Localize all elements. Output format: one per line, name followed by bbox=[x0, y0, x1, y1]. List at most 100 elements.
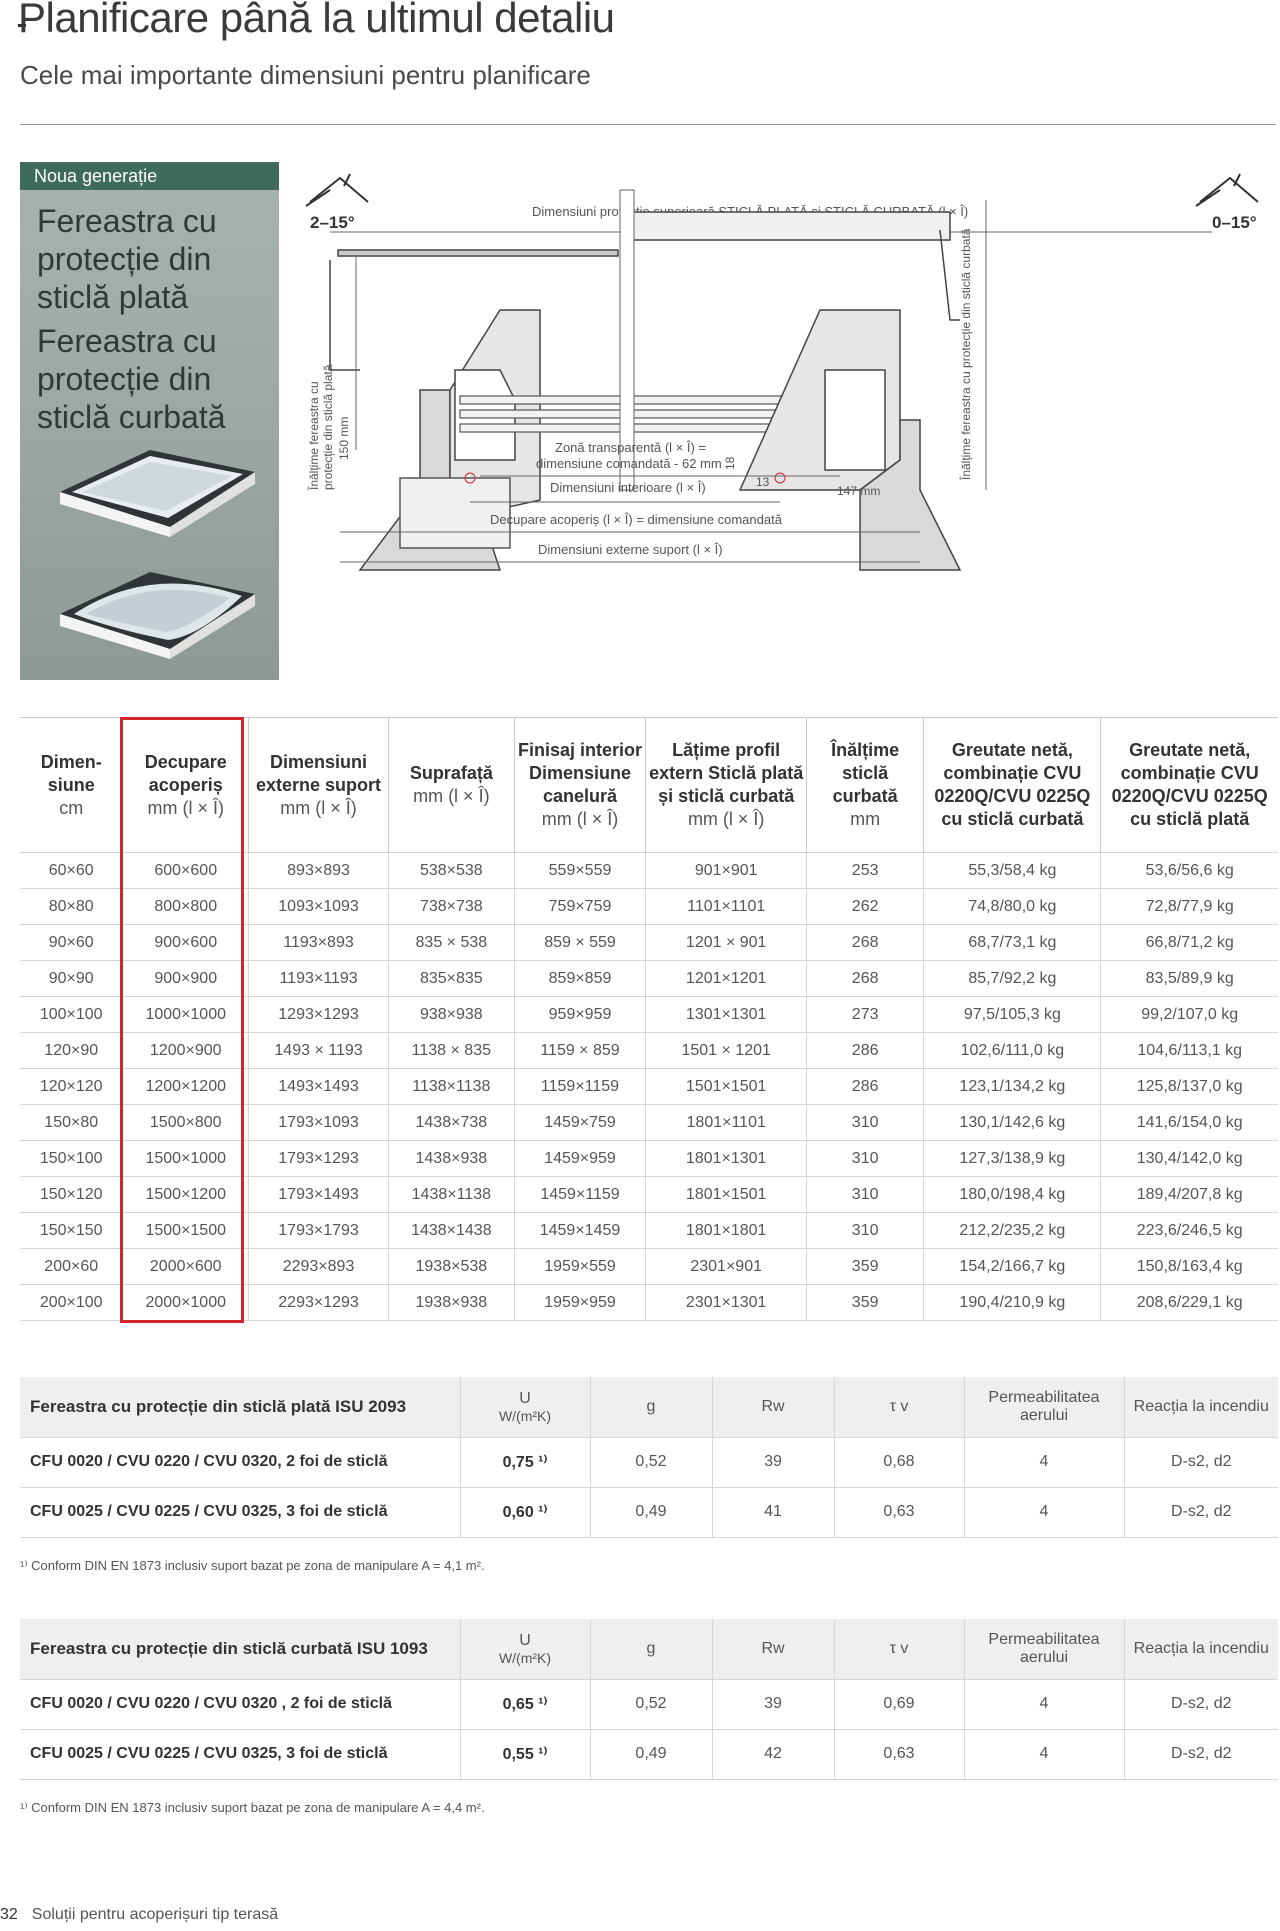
table-cell: 190,4/210,9 kg bbox=[923, 1284, 1101, 1321]
table-cell: 102,6/111,0 kg bbox=[923, 1032, 1101, 1069]
table-cell: 39 bbox=[711, 1436, 834, 1487]
table-cell: 268 bbox=[805, 924, 924, 961]
spec-curved-col-g: g bbox=[589, 1619, 712, 1679]
roof-slope-icon-left bbox=[305, 173, 369, 207]
dim-18: 18 bbox=[723, 456, 737, 470]
table-cell: 53,6/56,6 kg bbox=[1100, 852, 1278, 889]
table-cell: 901×901 bbox=[645, 852, 807, 889]
transparent-zone-label-2: dimensiune comandată - 62 mm bbox=[536, 456, 722, 471]
interior-dimension-label: Dimensiuni interioare (l × Î) bbox=[550, 480, 706, 495]
spec-flat-col-perm: Permeabilitatea aerului bbox=[963, 1377, 1124, 1437]
table-cell: 1159 × 859 bbox=[513, 1032, 646, 1069]
table-cell: D-s2, d2 bbox=[1123, 1678, 1278, 1729]
table-cell: 212,2/235,2 kg bbox=[923, 1212, 1101, 1249]
table-cell: 1138 × 835 bbox=[388, 1032, 515, 1069]
table-cell: 1801×1801 bbox=[645, 1212, 807, 1249]
spec-table-curved: Fereastra cu protecție din sticlă curbat… bbox=[20, 1619, 1278, 1780]
table-cell: 310 bbox=[805, 1140, 924, 1177]
page-title: Planificare până la ultimul detaliu bbox=[18, 0, 615, 41]
table-cell: 0,60 ¹⁾ bbox=[459, 1486, 590, 1538]
technical-diagram: 2–15° 0–15° Dimensiuni protecție superio… bbox=[305, 173, 1259, 571]
table-cell: CFU 0020 / CVU 0220 / CVU 0320, 2 foi de… bbox=[20, 1436, 460, 1487]
table-cell: 1793×1293 bbox=[248, 1140, 389, 1177]
table-cell: 1501×1501 bbox=[645, 1068, 807, 1105]
col-header-weight-flat: Greutate netă, combinație CVU 0220Q/CVU … bbox=[1100, 717, 1278, 853]
table-cell: 0,49 bbox=[589, 1486, 712, 1538]
table-cell: 759×759 bbox=[513, 888, 646, 925]
table-cell: D-s2, d2 bbox=[1123, 1436, 1278, 1487]
table-cell: 200×100 bbox=[20, 1284, 123, 1321]
table-cell: 127,3/138,9 kg bbox=[923, 1140, 1101, 1177]
table-row: CFU 0020 / CVU 0220 / CVU 0320 , 2 foi d… bbox=[20, 1678, 1278, 1729]
table-cell: 900×600 bbox=[122, 924, 249, 961]
table-cell: 4 bbox=[963, 1678, 1124, 1729]
table-cell: CFU 0025 / CVU 0225 / CVU 0325, 3 foi de… bbox=[20, 1728, 460, 1780]
spec-curved-col-tv: τ v bbox=[833, 1619, 964, 1679]
footer-text: Soluții pentru acoperișuri tip terasă bbox=[31, 1906, 279, 1923]
table-cell: 2000×600 bbox=[122, 1248, 249, 1285]
table-cell: 99,2/107,0 kg bbox=[1100, 996, 1278, 1033]
table-cell: 141,6/154,0 kg bbox=[1100, 1104, 1278, 1141]
table-cell: 180,0/198,4 kg bbox=[923, 1176, 1101, 1213]
hero-badge: Noua generație bbox=[20, 162, 279, 190]
table-cell: 938×938 bbox=[388, 996, 515, 1033]
table-cell: 600×600 bbox=[122, 852, 249, 889]
spec-flat-col-rw: Rw bbox=[711, 1377, 834, 1437]
table-cell: 2293×1293 bbox=[248, 1284, 389, 1321]
table-cell: 268 bbox=[805, 960, 924, 997]
spec-flat-header: Fereastra cu protecție din sticlă plată … bbox=[20, 1377, 1278, 1437]
table-cell: 0,55 ¹⁾ bbox=[459, 1728, 590, 1780]
table-cell: 1000×1000 bbox=[122, 996, 249, 1033]
table-cell: 538×538 bbox=[388, 852, 515, 889]
table-cell: 262 bbox=[805, 888, 924, 925]
table-cell: 123,1/134,2 kg bbox=[923, 1068, 1101, 1105]
table-cell: 120×120 bbox=[20, 1068, 123, 1105]
table-cell: 0,52 bbox=[589, 1678, 712, 1729]
table-cell: 0,69 bbox=[833, 1678, 964, 1729]
cutout-label: Decupare acoperiș (l × Î) = dimensiune c… bbox=[490, 512, 783, 527]
table-cell: 859×859 bbox=[513, 960, 646, 997]
table-cell: 4 bbox=[963, 1436, 1124, 1487]
page-number: 32 bbox=[0, 1906, 18, 1923]
flat-window-image bbox=[60, 450, 255, 537]
col-header-profile: Lățime profil extern Sticlă plată și sti… bbox=[645, 717, 807, 853]
table-cell: 559×559 bbox=[513, 852, 646, 889]
table-cell: 310 bbox=[805, 1104, 924, 1141]
hero-title: Fereastra cu protecție din sticlă plată … bbox=[37, 202, 277, 442]
hero-title-curved: Fereastra cu protecție din sticlă curbat… bbox=[37, 323, 226, 435]
table-cell: 310 bbox=[805, 1176, 924, 1213]
table-cell: 359 bbox=[805, 1284, 924, 1321]
table-cell: 800×800 bbox=[122, 888, 249, 925]
dim-13: 13 bbox=[756, 475, 770, 489]
table-cell: 41 bbox=[711, 1486, 834, 1538]
table-cell: 130,4/142,0 kg bbox=[1100, 1140, 1278, 1177]
col-header-weight-curved: Greutate netă, combinație CVU 0220Q/CVU … bbox=[923, 717, 1101, 853]
table-row: CFU 0025 / CVU 0225 / CVU 0325, 3 foi de… bbox=[20, 1728, 1278, 1780]
table-cell: 1938×538 bbox=[388, 1248, 515, 1285]
table-cell: 0,65 ¹⁾ bbox=[459, 1678, 590, 1729]
title-marker bbox=[18, 24, 26, 27]
table-cell: 1293×1293 bbox=[248, 996, 389, 1033]
table-cell: 1438×938 bbox=[388, 1140, 515, 1177]
table-cell: 66,8/71,2 kg bbox=[1100, 924, 1278, 961]
table-cell: 74,8/80,0 kg bbox=[923, 888, 1101, 925]
table-cell: 359 bbox=[805, 1248, 924, 1285]
table-cell: 100×100 bbox=[20, 996, 123, 1033]
table-cell: 900×900 bbox=[122, 960, 249, 997]
table-cell: 1193×893 bbox=[248, 924, 389, 961]
spec-curved-header: Fereastra cu protecție din sticlă curbat… bbox=[20, 1619, 1278, 1679]
angle-left-label: 2–15° bbox=[310, 213, 355, 232]
table-cell: 1159×1159 bbox=[513, 1068, 646, 1105]
table-cell: 150×80 bbox=[20, 1104, 123, 1141]
table-cell: 835 × 538 bbox=[388, 924, 515, 961]
page-footer: 32 Soluții pentru acoperișuri tip terasă bbox=[0, 1906, 278, 1924]
table-cell: 130,1/142,6 kg bbox=[923, 1104, 1101, 1141]
table-cell: 55,3/58,4 kg bbox=[923, 852, 1101, 889]
table-cell: 1500×1200 bbox=[122, 1176, 249, 1213]
table-cell: 1200×1200 bbox=[122, 1068, 249, 1105]
table-cell: 959×959 bbox=[513, 996, 646, 1033]
